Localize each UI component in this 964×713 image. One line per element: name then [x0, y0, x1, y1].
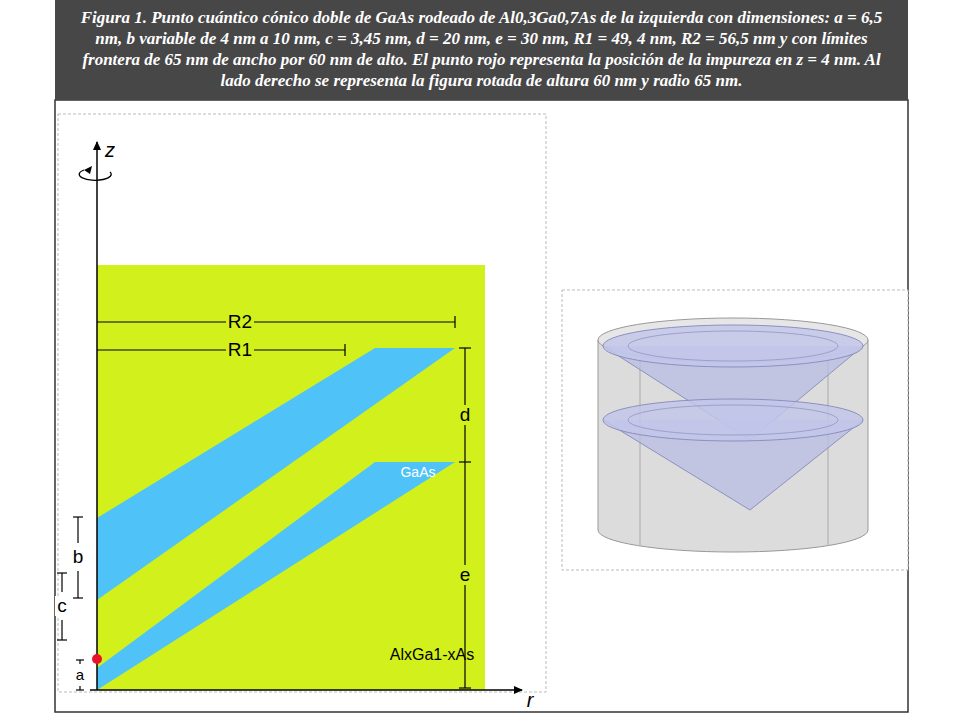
dimension-label: e: [458, 565, 473, 586]
r-axis: [90, 689, 522, 691]
figure-frame: [55, 100, 908, 712]
figure-caption: Figura 1. Punto cuántico cónico doble de…: [69, 7, 894, 92]
barrier-region: [97, 265, 485, 690]
dimension-label: z: [103, 139, 117, 161]
rotation-arrowhead: [84, 166, 92, 174]
dimension-label: r: [525, 689, 536, 711]
dimension-label: c: [55, 596, 69, 617]
caption-box: Figura 1. Punto cuántico cónico doble de…: [55, 0, 908, 100]
panel-frame: [562, 290, 908, 570]
impurity-dot: [92, 654, 102, 664]
dimension-label: R2: [226, 312, 254, 333]
z-axis: [96, 142, 98, 690]
panel-frame: [58, 114, 546, 692]
dimension-label: d: [458, 405, 473, 426]
rotated-figure: [598, 318, 868, 552]
dimension-label: b: [71, 547, 86, 568]
rotation-arrow: [79, 170, 111, 180]
dimension-label: GaAs: [398, 465, 437, 480]
radius-dims: [97, 316, 455, 356]
dimension-label: a: [74, 667, 86, 684]
dimension-label: R1: [226, 340, 254, 361]
dimension-label: AlxGa1-xAs: [388, 646, 476, 664]
height-dims: [459, 348, 471, 688]
